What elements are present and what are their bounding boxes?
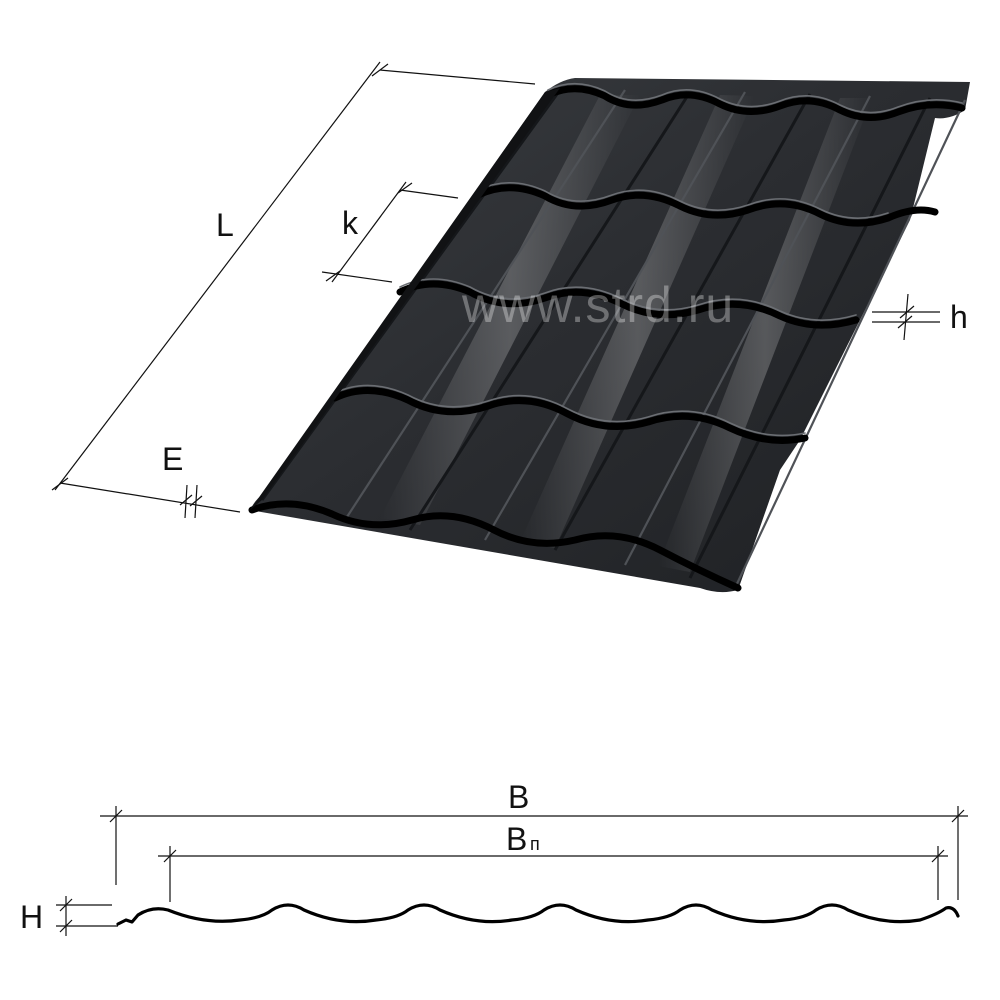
dimension-h: h bbox=[872, 293, 968, 341]
label-b: B bbox=[508, 779, 529, 815]
label-b-useful-sub: п bbox=[530, 834, 540, 854]
sheet-gloss bbox=[520, 95, 755, 548]
dimension-h-profile: H bbox=[20, 896, 118, 936]
sheet-body bbox=[250, 78, 970, 593]
sheet-valleys bbox=[260, 89, 966, 589]
watermark: www.strd.ru bbox=[461, 277, 734, 333]
dimension-e: E bbox=[162, 441, 203, 519]
label-h-small: h bbox=[950, 299, 968, 335]
sheet-steps bbox=[248, 82, 966, 592]
sheet-edge-strip bbox=[250, 88, 560, 510]
dimension-l: L bbox=[51, 61, 536, 513]
roof-tile-sheet: www.strd.ru bbox=[248, 78, 970, 593]
label-h-large: H bbox=[20, 899, 43, 935]
label-l: L bbox=[216, 207, 234, 243]
label-e: E bbox=[162, 441, 183, 477]
label-k: k bbox=[342, 205, 359, 241]
dimension-b: B bbox=[100, 779, 968, 900]
dimension-b-useful: B п bbox=[158, 821, 948, 902]
label-b-useful: B bbox=[506, 821, 527, 857]
sheet-cross-section bbox=[116, 903, 960, 926]
dimension-k: k bbox=[321, 181, 459, 283]
